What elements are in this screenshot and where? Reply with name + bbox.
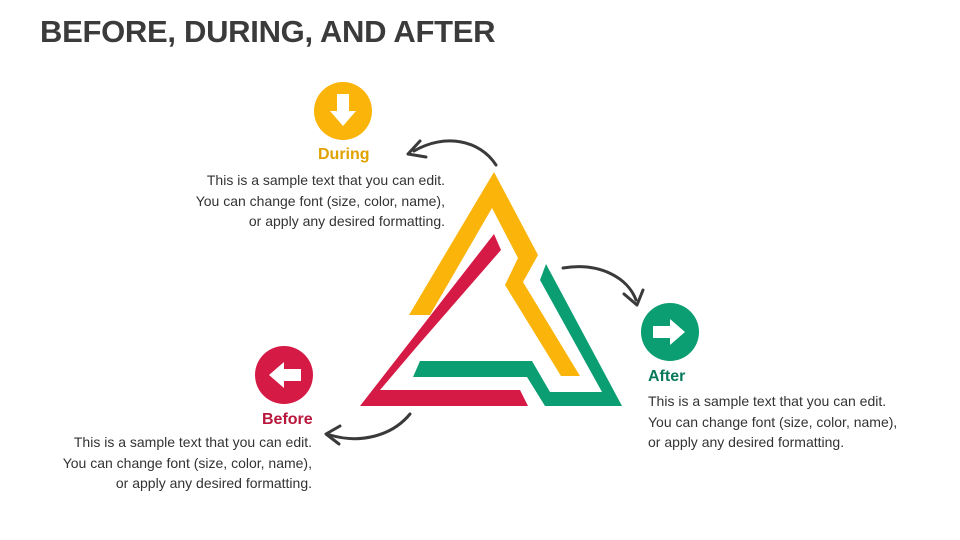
during-heading: During bbox=[318, 146, 370, 163]
after-heading: After bbox=[648, 368, 686, 385]
right-arrow-icon bbox=[653, 319, 685, 345]
during-icon bbox=[313, 81, 373, 141]
before-line-3: or apply any desired formatting. bbox=[115, 475, 312, 491]
after-icon bbox=[640, 302, 700, 362]
before-description: This is a sample text that you can edit.… bbox=[0, 432, 312, 494]
after-segment bbox=[413, 264, 622, 406]
page-title: BEFORE, DURING, AND AFTER bbox=[40, 14, 496, 49]
during-segment bbox=[409, 172, 580, 376]
after-line-3: or apply any desired formatting. bbox=[648, 434, 845, 450]
during-line-2: You can change font (size, color, name), bbox=[195, 192, 445, 209]
during-description: This is a sample text that you can edit.… bbox=[115, 170, 445, 232]
arrow-to-during bbox=[412, 139, 498, 167]
before-line-2: You can change font (size, color, name), bbox=[62, 454, 312, 471]
arrow-to-before bbox=[328, 412, 412, 441]
after-description: This is a sample text that you can edit.… bbox=[648, 391, 960, 453]
left-arrow-icon bbox=[269, 362, 301, 388]
during-line-1: This is a sample text that you can edit. bbox=[206, 172, 445, 188]
arrowhead-after bbox=[622, 288, 645, 307]
arrowhead-before bbox=[324, 424, 342, 446]
down-arrow-icon bbox=[330, 94, 356, 126]
after-line-1: This is a sample text that you can edit. bbox=[648, 393, 887, 409]
during-line-3: or apply any desired formatting. bbox=[248, 213, 445, 229]
before-heading: Before bbox=[262, 411, 313, 428]
arrowhead-during bbox=[406, 139, 428, 159]
after-line-2: You can change font (size, color, name), bbox=[648, 413, 898, 430]
before-line-1: This is a sample text that you can edit. bbox=[73, 434, 312, 450]
cycle-arrows bbox=[324, 139, 645, 446]
before-icon bbox=[254, 345, 314, 405]
before-segment bbox=[360, 234, 528, 406]
arrow-to-after bbox=[561, 265, 638, 302]
